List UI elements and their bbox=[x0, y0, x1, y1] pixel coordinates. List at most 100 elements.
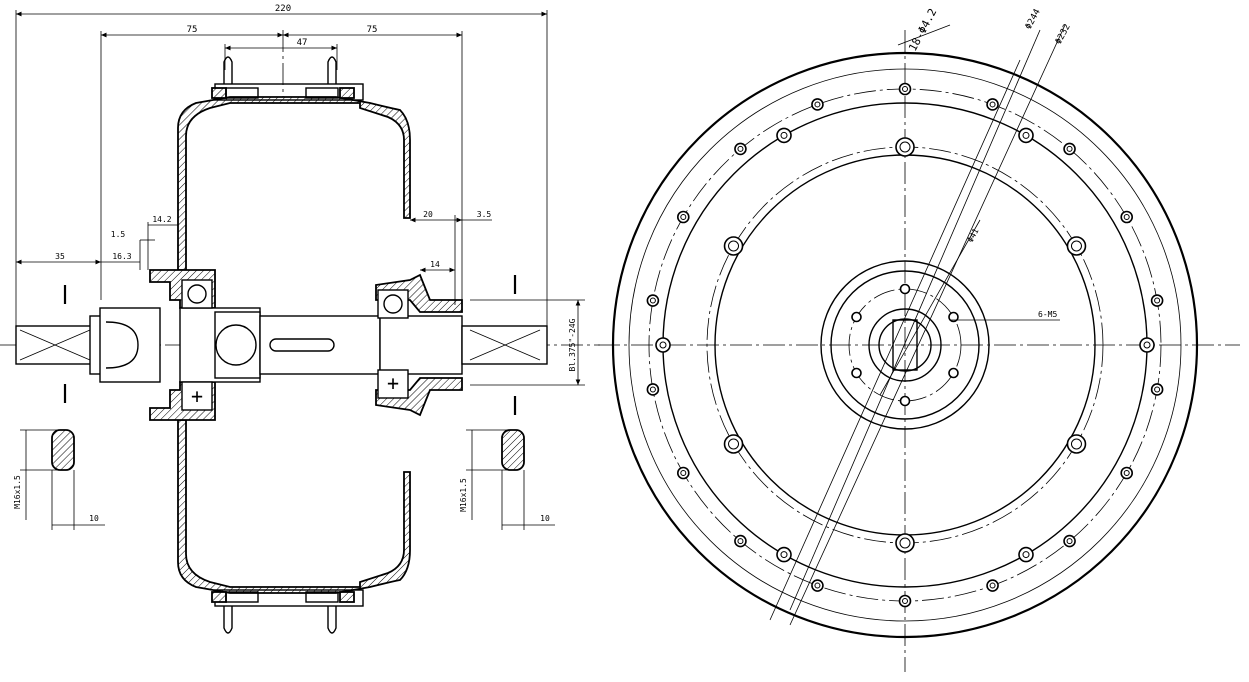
dim-20-label: 20 bbox=[423, 210, 433, 219]
outer-hole bbox=[986, 579, 999, 592]
hole-callout-leader bbox=[897, 24, 951, 46]
outer-hole bbox=[646, 294, 660, 307]
shaft-diameter-label: Bl.375"-24G bbox=[568, 318, 577, 371]
outer-hole bbox=[734, 142, 747, 156]
outer-hole bbox=[1063, 142, 1076, 156]
outer-hole-inner bbox=[1066, 145, 1073, 152]
outer-hole-inner bbox=[1123, 214, 1130, 220]
outer-hole-inner bbox=[989, 582, 996, 589]
outer-hole-inner bbox=[680, 214, 687, 220]
outer-hole-inner bbox=[1154, 297, 1161, 304]
left-flat-width-label: 10 bbox=[89, 514, 99, 523]
hub-inner-circle bbox=[830, 270, 980, 420]
outer-hole-inner bbox=[1066, 538, 1073, 545]
plus-sign-left: + bbox=[191, 384, 203, 408]
outer-hole bbox=[811, 579, 824, 592]
dim-16-3-label: 16.3 bbox=[112, 252, 131, 261]
outer-hole bbox=[1120, 210, 1134, 224]
m5-hole bbox=[899, 283, 911, 295]
hub-outer-circle bbox=[820, 260, 990, 430]
dim-35-label: 35 bbox=[55, 252, 65, 261]
dim-overall-width: 220 bbox=[15, 4, 548, 330]
flange-hole-inner bbox=[659, 341, 667, 349]
inner-hole bbox=[1066, 236, 1087, 256]
dim-14-label: 14 bbox=[430, 260, 440, 269]
inner-hole-inner bbox=[728, 438, 740, 450]
dia-leader-a bbox=[769, 59, 1021, 621]
spoke-flange-bottom bbox=[211, 589, 364, 634]
m5-hole bbox=[948, 311, 959, 323]
outer-rim bbox=[611, 51, 1199, 639]
m5-hole bbox=[948, 367, 959, 379]
outer-hole bbox=[1150, 383, 1164, 396]
inner-hole-ring bbox=[655, 127, 1155, 563]
flange-hole bbox=[1018, 546, 1034, 563]
axle-boss-outer bbox=[868, 308, 942, 382]
outer-hole-ring bbox=[646, 82, 1164, 608]
outer-hole bbox=[1120, 466, 1134, 480]
flange-hole bbox=[655, 337, 671, 353]
dia-leader-c bbox=[789, 29, 1041, 611]
m5-holes-label: 6-M5 bbox=[1038, 310, 1057, 319]
inner-hole bbox=[723, 236, 744, 256]
bearing-left: + bbox=[181, 279, 213, 411]
outer-hole bbox=[676, 210, 690, 224]
dim-left-details: 35 16.3 1.5 14.2 bbox=[16, 215, 178, 270]
dim-75-right-label: 75 bbox=[367, 25, 378, 35]
inner-hole-inner bbox=[1070, 240, 1082, 252]
dim-3-5-label: 3.5 bbox=[477, 210, 492, 219]
dim-47-label: 47 bbox=[297, 38, 308, 48]
flange-hole bbox=[776, 127, 792, 144]
outer-hole bbox=[1063, 534, 1076, 548]
outer-hole-callout: 18-Φ4.2 bbox=[906, 6, 939, 53]
outer-hole-inner bbox=[737, 145, 744, 152]
outer-hole-inner bbox=[680, 470, 687, 476]
inner-hole-inner bbox=[899, 537, 911, 549]
inner-hole-inner bbox=[728, 240, 740, 252]
outer-hole bbox=[646, 383, 660, 396]
inner-hole bbox=[895, 137, 915, 157]
outer-hole-inner bbox=[814, 101, 821, 108]
outer-hole-inner bbox=[737, 538, 744, 545]
diameter-232-label: Φ232 bbox=[1054, 23, 1073, 47]
outer-hole bbox=[811, 98, 824, 111]
front-view: 18-Φ4.2 Φ244 Φ232 Φ41 6-M5 bbox=[598, 6, 1240, 672]
inner-hole bbox=[1066, 434, 1087, 454]
m5-hole bbox=[899, 395, 911, 407]
outer-hole bbox=[898, 594, 912, 608]
outer-hole-inner bbox=[649, 386, 656, 393]
flange-hole-inner bbox=[1022, 131, 1030, 139]
flange-hole-inner bbox=[780, 551, 788, 559]
outer-hole-inner bbox=[814, 582, 821, 589]
dim-half-widths: 75 75 bbox=[100, 25, 463, 300]
outer-hole bbox=[986, 98, 999, 111]
outer-hole-inner bbox=[1154, 386, 1161, 393]
inner-hole bbox=[723, 434, 744, 454]
flange-hole-inner bbox=[1022, 551, 1030, 559]
outer-hole bbox=[1150, 294, 1164, 307]
m5-hole bbox=[851, 367, 862, 379]
outer-hole bbox=[676, 466, 690, 480]
hub-shell-bottom bbox=[177, 419, 411, 594]
outer-hole-inner bbox=[989, 101, 996, 108]
dim-flange-spacing: 47 bbox=[224, 38, 338, 70]
dim-14-2-label: 14.2 bbox=[152, 215, 171, 224]
outer-hole-inner bbox=[902, 598, 908, 604]
flange-hole bbox=[1018, 127, 1034, 144]
outer-hole-inner bbox=[649, 297, 656, 304]
dim-1-5-label: 1.5 bbox=[111, 230, 126, 239]
dia-leader-hub bbox=[879, 219, 981, 396]
right-thread-label: M16x1.5 bbox=[459, 478, 468, 512]
dim-right-details: 20 3.5 14 Bl.375"-24G bbox=[410, 210, 585, 386]
side-section-view: 220 75 75 47 bbox=[0, 4, 600, 634]
diameter-244-label: Φ244 bbox=[1024, 8, 1043, 32]
outer-hole-inner bbox=[902, 86, 908, 92]
flange-hole-inner bbox=[780, 131, 788, 139]
outer-hole bbox=[734, 534, 747, 548]
outer-hole bbox=[898, 82, 912, 96]
outer-hole-inner bbox=[1123, 470, 1130, 476]
inner-hole-inner bbox=[1070, 438, 1082, 450]
dim-220-label: 220 bbox=[275, 4, 291, 14]
bearing-right: + bbox=[377, 289, 409, 399]
flange-hole bbox=[776, 546, 792, 563]
